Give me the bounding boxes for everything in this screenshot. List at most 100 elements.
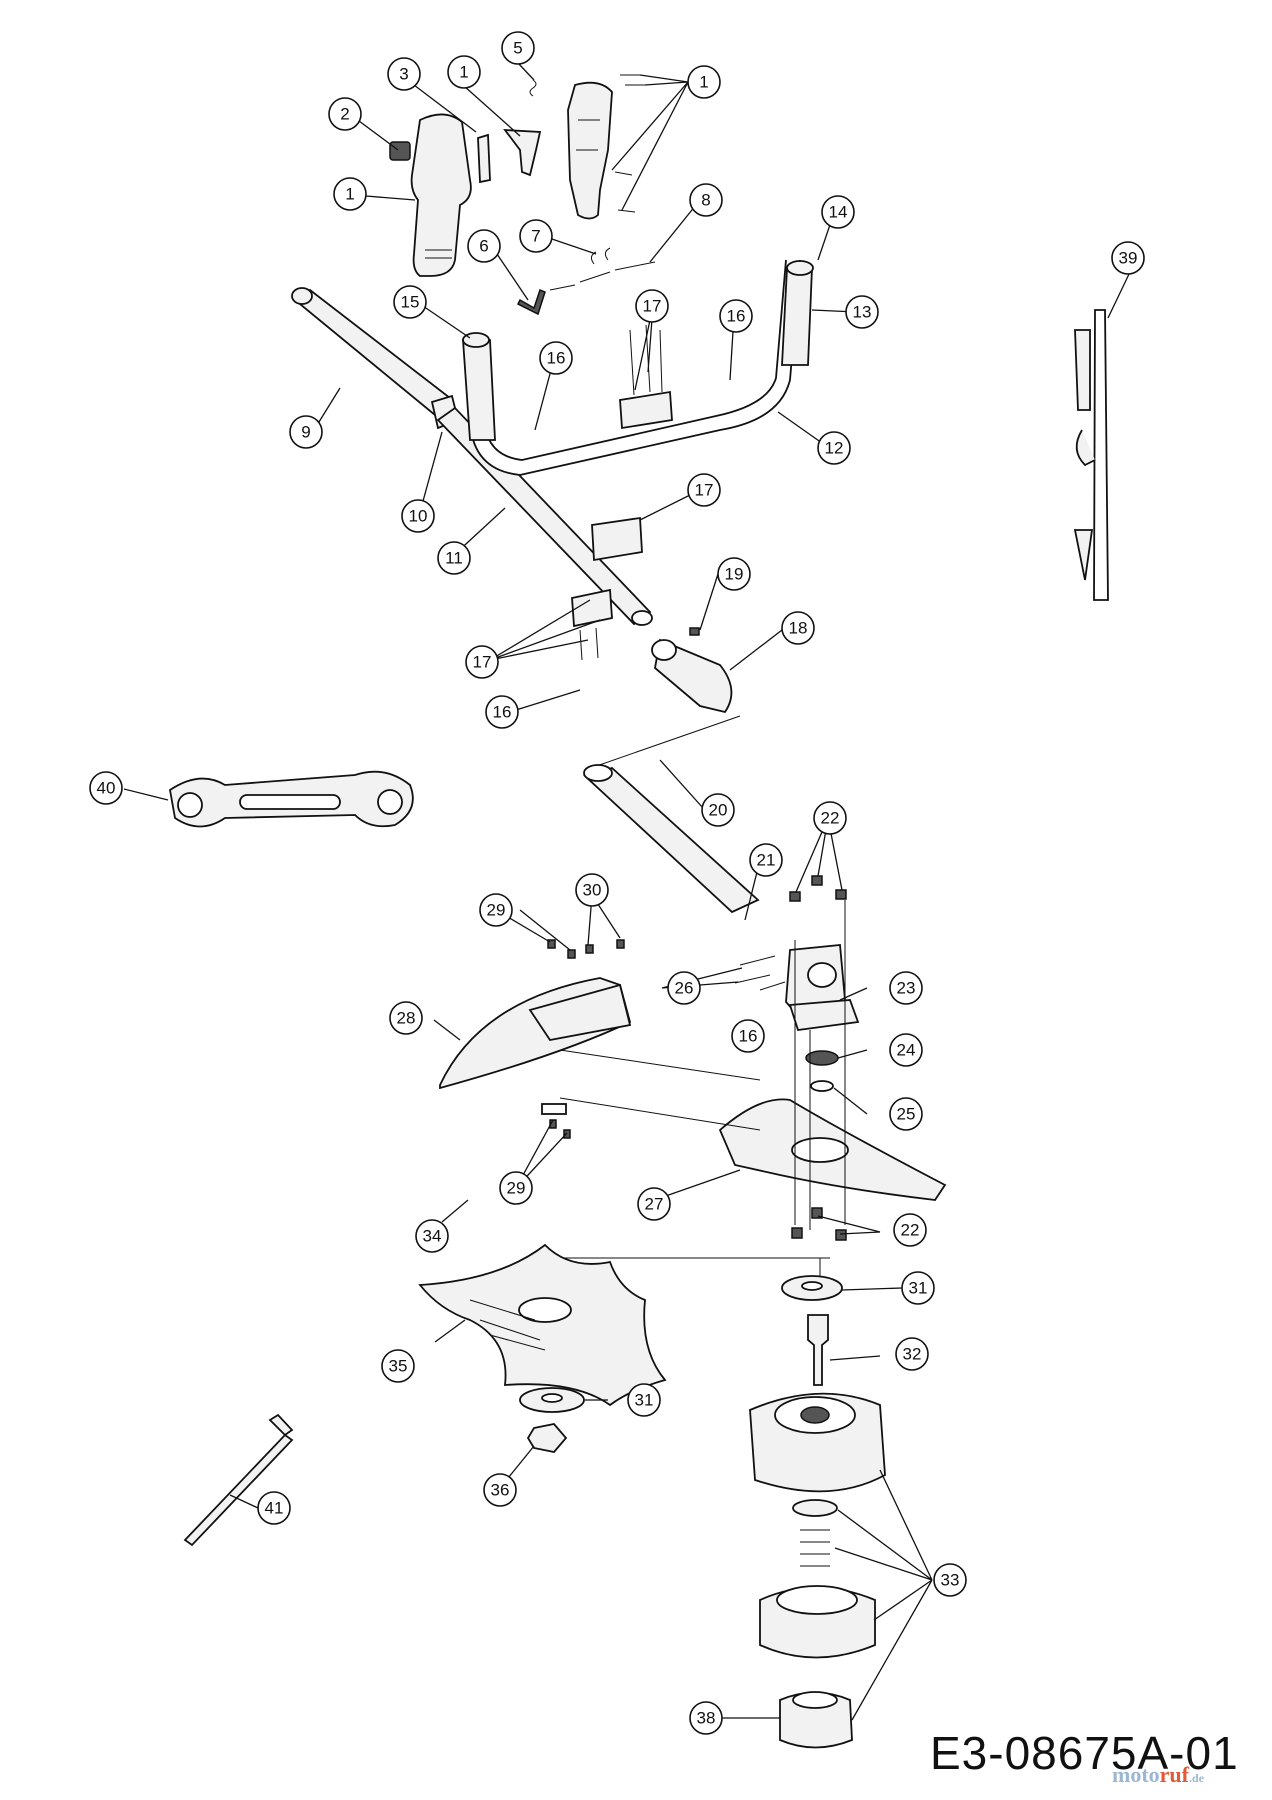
grip-sleeve-left — [291, 287, 460, 430]
svg-text:8: 8 — [701, 191, 710, 210]
callout-6: 6 — [467, 229, 501, 263]
callout-16: 16 — [539, 341, 573, 375]
callout-7: 7 — [519, 219, 553, 253]
guard-bolts-22 — [791, 1207, 847, 1241]
svg-text:16: 16 — [547, 349, 566, 368]
svg-text:12: 12 — [825, 439, 844, 458]
svg-text:27: 27 — [645, 1195, 664, 1214]
drive-tube-lower — [583, 715, 760, 914]
callout-32: 32 — [895, 1337, 929, 1371]
callout-29: 29 — [499, 1171, 533, 1205]
svg-text:25: 25 — [897, 1105, 916, 1124]
callout-28: 28 — [389, 1001, 423, 1035]
cutting-blade — [418, 1243, 667, 1407]
svg-text:1: 1 — [699, 73, 708, 92]
coupling-housing — [651, 638, 733, 714]
callout-11: 11 — [437, 541, 471, 575]
svg-text:29: 29 — [487, 901, 506, 920]
callout-38: 38 — [689, 1701, 723, 1735]
callout-9: 9 — [289, 415, 323, 449]
handlebar-grip-right — [781, 260, 814, 366]
callout-31: 31 — [901, 1271, 935, 1305]
svg-text:17: 17 — [473, 653, 492, 672]
svg-text:39: 39 — [1119, 249, 1138, 268]
washer-25 — [810, 1080, 834, 1092]
svg-text:3: 3 — [399, 65, 408, 84]
guard-extension — [718, 1098, 947, 1201]
svg-text:33: 33 — [941, 1571, 960, 1590]
bump-knob — [779, 1691, 853, 1749]
callout-31: 31 — [627, 1383, 661, 1417]
clips — [590, 247, 611, 265]
svg-text:22: 22 — [901, 1221, 920, 1240]
callout-22: 22 — [813, 801, 847, 835]
svg-text:36: 36 — [491, 1481, 510, 1500]
nuts-22 — [789, 875, 847, 902]
svg-text:34: 34 — [423, 1227, 442, 1246]
svg-text:11: 11 — [445, 549, 463, 568]
svg-text:40: 40 — [97, 779, 116, 798]
callout-15: 15 — [393, 285, 427, 319]
callout-19: 19 — [717, 557, 751, 591]
callout-1: 1 — [447, 55, 481, 89]
svg-text:29: 29 — [507, 1179, 526, 1198]
shaft-clamp — [571, 588, 613, 661]
combination-wrench — [169, 770, 414, 828]
svg-text:18: 18 — [789, 619, 808, 638]
callout-1: 1 — [687, 65, 721, 99]
callout-21: 21 — [749, 843, 783, 877]
callout-5: 5 — [501, 31, 535, 65]
small-screw — [689, 627, 700, 636]
callout-14: 14 — [821, 195, 855, 229]
handlebar — [469, 259, 801, 476]
flange-washer-31 — [519, 1275, 843, 1413]
watermark-part-3: .de — [1188, 1771, 1204, 1785]
svg-text:19: 19 — [725, 565, 744, 584]
callout-41: 41 — [257, 1491, 291, 1525]
throttle-handle-right — [567, 81, 613, 220]
callout-25: 25 — [889, 1097, 923, 1131]
nut-36 — [526, 1423, 568, 1453]
spring-small — [529, 79, 537, 97]
handlebar-clamp-lower — [591, 516, 643, 562]
callout-30: 30 — [575, 873, 609, 907]
svg-text:26: 26 — [675, 979, 694, 998]
callout-3: 3 — [387, 57, 421, 91]
svg-text:38: 38 — [697, 1709, 716, 1728]
svg-text:9: 9 — [301, 423, 310, 442]
callout-16: 16 — [731, 1019, 765, 1053]
svg-text:24: 24 — [897, 1041, 916, 1060]
svg-text:22: 22 — [821, 809, 840, 828]
assembly-lines — [525, 900, 846, 1300]
callout-12: 12 — [817, 431, 851, 465]
switch-button — [389, 141, 411, 161]
svg-text:35: 35 — [389, 1357, 408, 1376]
callout-13: 13 — [845, 295, 879, 329]
spool — [759, 1585, 876, 1659]
svg-text:5: 5 — [513, 39, 522, 58]
throttle-handle-left — [410, 113, 472, 277]
throttle-cable-rod — [516, 261, 656, 316]
watermark-part-2: ruf — [1159, 1762, 1189, 1787]
callout-36: 36 — [483, 1473, 517, 1507]
svg-text:41: 41 — [265, 1499, 284, 1518]
callout-34: 34 — [415, 1219, 449, 1253]
callout-26: 26 — [667, 971, 701, 1005]
svg-text:1: 1 — [459, 63, 468, 82]
guard-shield — [439, 977, 632, 1090]
callout-10: 10 — [401, 499, 435, 533]
trimmer-head-housing — [749, 1392, 886, 1493]
svg-text:10: 10 — [409, 507, 428, 526]
callout-16: 16 — [485, 695, 519, 729]
gear-head — [785, 944, 860, 1031]
watermark-logo: motoruf.de — [1112, 1762, 1204, 1788]
callout-39: 39 — [1111, 241, 1145, 275]
callout-1: 1 — [333, 177, 367, 211]
svg-text:31: 31 — [909, 1279, 928, 1298]
callout-8: 8 — [689, 183, 723, 217]
throttle-trigger — [503, 128, 542, 177]
svg-text:17: 17 — [695, 481, 714, 500]
svg-text:21: 21 — [757, 851, 776, 870]
spring-and-washer — [792, 1499, 838, 1567]
svg-text:20: 20 — [709, 801, 728, 820]
